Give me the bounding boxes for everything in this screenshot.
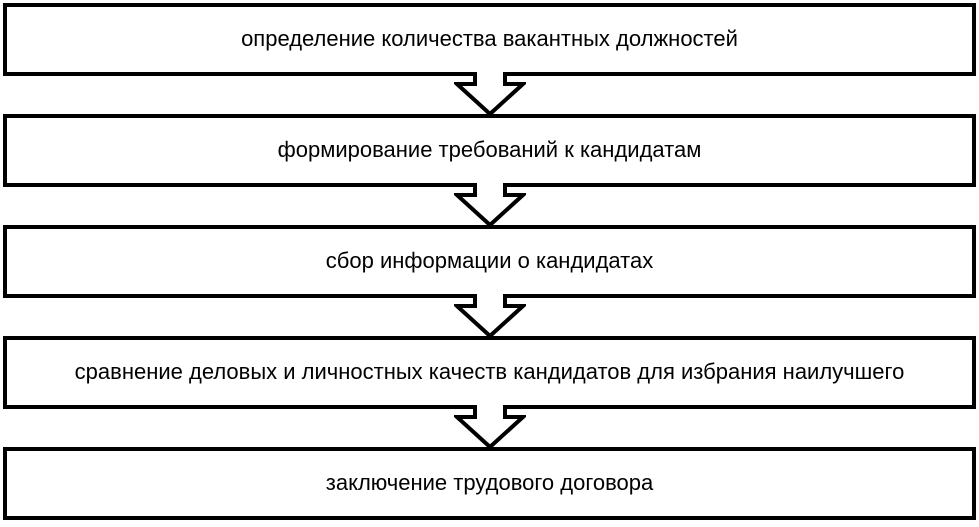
flow-step-label: заключение трудового договора xyxy=(325,470,654,496)
flow-step-vacancies: определение количества вакантных должнос… xyxy=(3,3,976,76)
flow-step-information: сбор информации о кандидатах xyxy=(3,225,976,298)
flow-step-label: формирование требований к кандидатам xyxy=(277,137,702,163)
flow-step-label: определение количества вакантных должнос… xyxy=(241,26,738,52)
flow-step-label: сравнение деловых и личностных качеств к… xyxy=(74,359,905,385)
flow-connector xyxy=(3,294,976,339)
flow-step-label: сбор информации о кандидатах xyxy=(325,248,654,274)
flow-connector xyxy=(3,405,976,450)
flow-connector xyxy=(3,72,976,117)
flow-step-requirements: формирование требований к кандидатам xyxy=(3,114,976,187)
flow-connector xyxy=(3,183,976,228)
down-arrow-icon xyxy=(453,72,526,117)
flow-step-comparison: сравнение деловых и личностных качеств к… xyxy=(3,336,976,409)
down-arrow-icon xyxy=(453,405,526,450)
down-arrow-icon xyxy=(453,294,526,339)
down-arrow-icon xyxy=(453,183,526,228)
flow-step-contract: заключение трудового договора xyxy=(3,447,976,520)
